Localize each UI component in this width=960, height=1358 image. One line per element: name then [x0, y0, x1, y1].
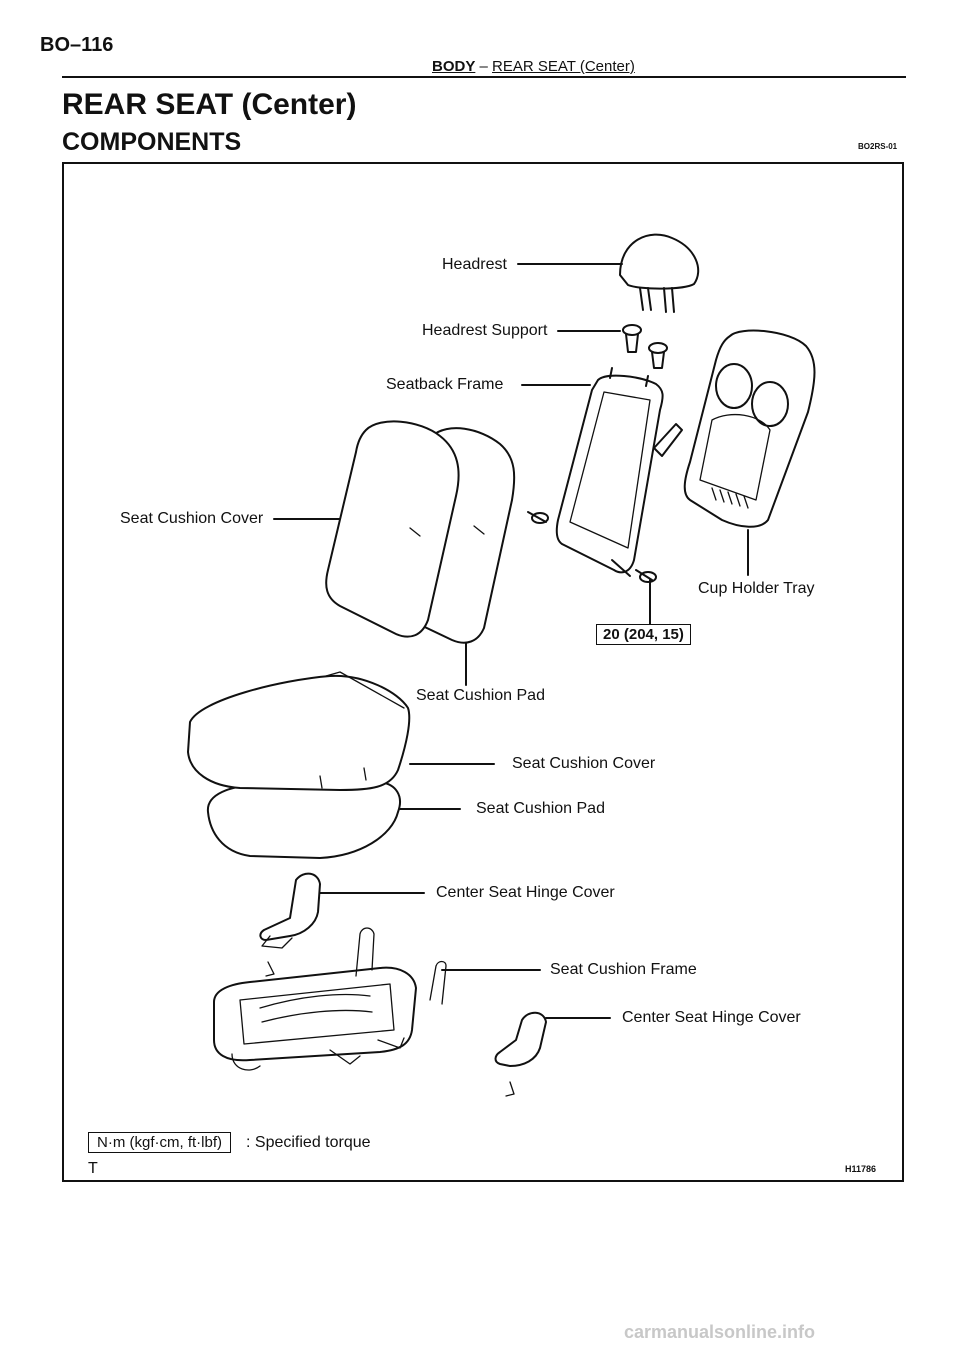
seatback-frame-drawing — [555, 367, 683, 577]
page-title: REAR SEAT (Center) — [62, 88, 357, 121]
diagram-frame — [62, 162, 904, 1182]
label-headrest: Headrest — [442, 256, 507, 273]
document-code: BO2RS-01 — [858, 142, 898, 151]
leader-lines — [273, 263, 749, 1019]
label-cup-holder-tray: Cup Holder Tray — [698, 580, 815, 597]
label-center-seat-hinge-cover-left: Center Seat Hinge Cover — [436, 884, 615, 901]
torque-spec-box: 20 (204, 15) — [596, 624, 691, 645]
cup-holder-tray-drawing — [683, 329, 816, 528]
right-hinge-cover-drawing — [494, 1011, 547, 1097]
label-seat-cushion-cover-back: Seat Cushion Cover — [120, 510, 264, 527]
bolt-drawing — [527, 511, 657, 583]
label-seat-cushion-pad-back: Seat Cushion Pad — [416, 687, 545, 704]
legend-unit-box: N·m (kgf·cm, ft·lbf) — [88, 1132, 231, 1153]
seat-cushion-frame-drawing — [213, 927, 447, 1071]
header-separator: – — [479, 58, 488, 75]
label-seat-cushion-pad-bottom: Seat Cushion Pad — [476, 800, 605, 817]
figure-id: H11786 — [845, 1164, 877, 1174]
page-subtitle: COMPONENTS — [62, 128, 242, 156]
header-subsection: REAR SEAT (Center) — [492, 58, 635, 75]
watermark: carmanualsonline.info — [624, 1322, 816, 1342]
seatback-cushion-drawing — [325, 420, 516, 644]
page-number: BO–116 — [40, 34, 114, 56]
headrest-support-drawing — [622, 324, 668, 369]
label-center-seat-hinge-cover-right: Center Seat Hinge Cover — [622, 1009, 801, 1026]
left-hinge-cover-drawing — [259, 872, 321, 977]
header-section: BODY — [432, 58, 476, 75]
running-header: BODY – REAR SEAT (Center) — [432, 58, 635, 75]
label-seat-cushion-cover-bottom: Seat Cushion Cover — [512, 755, 656, 772]
label-seatback-frame: Seatback Frame — [386, 376, 504, 393]
header-rule — [62, 76, 906, 78]
label-headrest-support: Headrest Support — [422, 322, 548, 339]
legend-text: : Specified torque — [246, 1134, 371, 1151]
corner-mark: T — [88, 1160, 98, 1177]
seat-cushion-drawing — [187, 671, 411, 859]
label-seat-cushion-frame: Seat Cushion Frame — [550, 961, 697, 978]
headrest-drawing — [619, 233, 700, 313]
